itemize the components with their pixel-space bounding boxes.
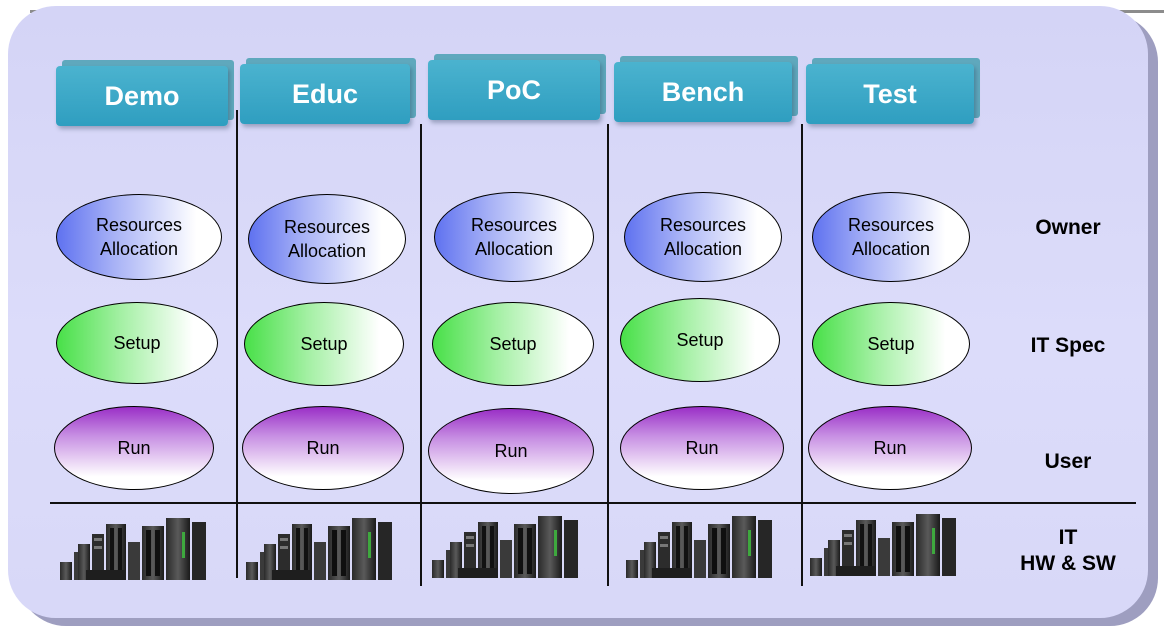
- tab-educ: Educ: [240, 58, 416, 124]
- allocation-label: Allocation: [851, 239, 931, 259]
- it-label: IT: [1058, 526, 1078, 549]
- hw-sw-label: HW & SW: [1020, 552, 1116, 575]
- server-rack-icon: [246, 518, 392, 580]
- resources-label: Resources: [95, 215, 183, 235]
- setup-label: Setup: [867, 334, 915, 354]
- tab-poc: PoC: [428, 54, 606, 120]
- setup-ellipse: Setup: [812, 302, 970, 386]
- allocation-label: Allocation: [287, 241, 367, 261]
- resources-label: Resources: [847, 215, 935, 235]
- server-rack-icon: [626, 516, 772, 578]
- column-divider: [420, 124, 422, 586]
- run-ellipse: Run: [54, 406, 214, 490]
- server-rack-icon: [432, 516, 578, 578]
- server-rack-icon: [60, 518, 206, 580]
- setup-ellipse: Setup: [56, 302, 218, 384]
- it-spec-label: IT Spec: [1030, 334, 1106, 357]
- tab-test: Test: [806, 58, 980, 124]
- run-label: Run: [685, 438, 719, 458]
- allocation-label: Allocation: [99, 239, 179, 259]
- run-label: Run: [117, 438, 151, 458]
- column-divider: [607, 124, 609, 586]
- allocation-label: Allocation: [663, 239, 743, 259]
- resources-label: Resources: [470, 215, 558, 235]
- resources-label: Resources: [659, 215, 747, 235]
- setup-ellipse: Setup: [432, 302, 594, 386]
- tab-bench: Bench: [614, 56, 798, 122]
- column-divider: [801, 124, 803, 586]
- owner-label: Owner: [1035, 216, 1101, 239]
- allocation-label: Allocation: [474, 239, 554, 259]
- run-ellipse: Run: [808, 406, 972, 490]
- setup-label: Setup: [489, 334, 537, 354]
- run-label: Run: [306, 438, 340, 458]
- setup-label: Setup: [300, 334, 348, 354]
- user-label: User: [1044, 450, 1092, 473]
- run-label: Run: [494, 441, 528, 461]
- setup-ellipse: Setup: [244, 302, 404, 386]
- tab-demo: Demo: [56, 60, 234, 126]
- run-ellipse: Run: [620, 406, 784, 490]
- it-separator-line: [50, 502, 1136, 504]
- setup-ellipse: Setup: [620, 298, 780, 382]
- server-rack-icon: [810, 514, 956, 576]
- setup-label: Setup: [113, 333, 161, 353]
- setup-label: Setup: [676, 330, 724, 350]
- run-ellipse: Run: [428, 408, 594, 494]
- resources-label: Resources: [283, 217, 371, 237]
- run-ellipse: Run: [242, 406, 404, 490]
- column-divider: [236, 110, 238, 578]
- run-label: Run: [873, 438, 907, 458]
